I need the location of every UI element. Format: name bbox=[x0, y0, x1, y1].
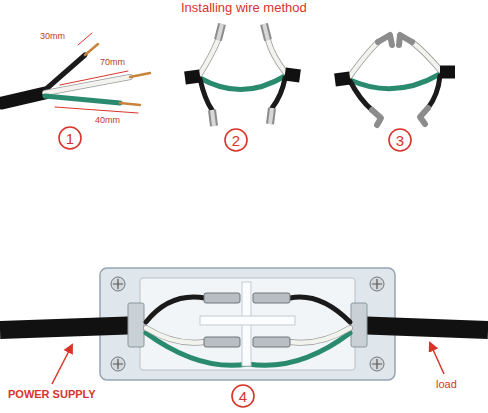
green-wire bbox=[45, 96, 120, 103]
copper-tip bbox=[130, 73, 150, 77]
dimension-label: 30mm bbox=[40, 31, 65, 41]
divider bbox=[200, 316, 295, 325]
cable-jacket bbox=[335, 78, 350, 80]
bent-connector bbox=[378, 35, 392, 45]
black-wire bbox=[272, 78, 285, 108]
step-number: 1 bbox=[66, 131, 74, 146]
spade-connector bbox=[204, 337, 240, 347]
step-number: 4 bbox=[239, 389, 247, 404]
white-wire-edge bbox=[290, 328, 350, 343]
white-wire-edge bbox=[268, 40, 285, 72]
green-wire bbox=[350, 74, 440, 89]
step-circle: 2 bbox=[224, 128, 248, 152]
white-wire bbox=[290, 328, 350, 343]
leader-arrow bbox=[52, 345, 72, 384]
step-number: 3 bbox=[396, 133, 404, 148]
spade-connector-shine bbox=[270, 108, 272, 124]
white-wire bbox=[200, 40, 218, 74]
step-circle: 4 bbox=[231, 384, 255, 408]
spade-connector bbox=[204, 293, 240, 303]
cable-jacket bbox=[185, 76, 200, 78]
step-circle: 3 bbox=[388, 128, 412, 152]
screw-slot bbox=[113, 279, 382, 369]
white-wire bbox=[412, 42, 440, 70]
white-wire bbox=[350, 42, 378, 76]
step-number: 2 bbox=[232, 133, 240, 148]
bent-connector bbox=[399, 35, 412, 45]
leader-arrow bbox=[430, 343, 444, 374]
spade-connector-shine bbox=[264, 24, 268, 40]
circle-shape bbox=[389, 129, 411, 151]
dimension-line bbox=[78, 33, 92, 45]
spade-connector bbox=[253, 293, 290, 303]
dimension-line bbox=[55, 107, 138, 113]
spade-connector bbox=[270, 108, 272, 124]
white-wire bbox=[268, 40, 285, 72]
cable-jacket bbox=[285, 74, 300, 76]
crimped-connectors bbox=[185, 24, 300, 126]
black-wire bbox=[350, 81, 372, 110]
bent-connector bbox=[420, 108, 428, 124]
green-wire bbox=[200, 76, 285, 90]
black-wire bbox=[428, 76, 440, 108]
load-label: load bbox=[436, 378, 457, 391]
black-wire bbox=[200, 79, 212, 110]
white-wire-edge bbox=[412, 42, 440, 70]
cable-clamp bbox=[128, 303, 144, 347]
spade-connector bbox=[218, 24, 222, 40]
source-label: POWER SUPPLY bbox=[8, 388, 96, 401]
step-circle: 1 bbox=[58, 126, 82, 150]
junction-box bbox=[0, 268, 488, 380]
dimension-line bbox=[60, 71, 128, 85]
stripped-cable bbox=[2, 33, 150, 113]
white-wire bbox=[146, 328, 205, 343]
dimension-label: 40mm bbox=[95, 115, 120, 125]
spade-connector-shine bbox=[212, 110, 214, 126]
white-wire-edge bbox=[200, 40, 218, 74]
circle-shape bbox=[59, 127, 81, 149]
box-cavity bbox=[140, 278, 355, 370]
cable-jacket bbox=[2, 93, 45, 103]
circle-shape bbox=[225, 129, 247, 151]
cable-clamp bbox=[351, 303, 367, 347]
box-housing bbox=[100, 268, 395, 380]
copper-tip bbox=[120, 103, 140, 105]
spade-connector bbox=[264, 24, 268, 40]
black-wire bbox=[290, 297, 350, 322]
spade-connector bbox=[212, 110, 214, 126]
bent-connector bbox=[372, 110, 381, 125]
spade-connector-shine bbox=[218, 24, 222, 40]
black-wire bbox=[146, 297, 205, 322]
title-text: Installing wire method bbox=[181, 1, 307, 16]
white-wire-edge bbox=[146, 328, 205, 343]
supply-cable bbox=[0, 325, 142, 330]
copper-tip bbox=[85, 44, 98, 55]
cable-jacket bbox=[440, 66, 455, 79]
white-wire-edge bbox=[350, 42, 378, 76]
load-cable bbox=[353, 325, 488, 330]
bent-connectors bbox=[335, 35, 455, 125]
spade-connector bbox=[253, 337, 290, 347]
circle-shape bbox=[232, 385, 254, 407]
dimension-label: 70mm bbox=[100, 57, 125, 67]
